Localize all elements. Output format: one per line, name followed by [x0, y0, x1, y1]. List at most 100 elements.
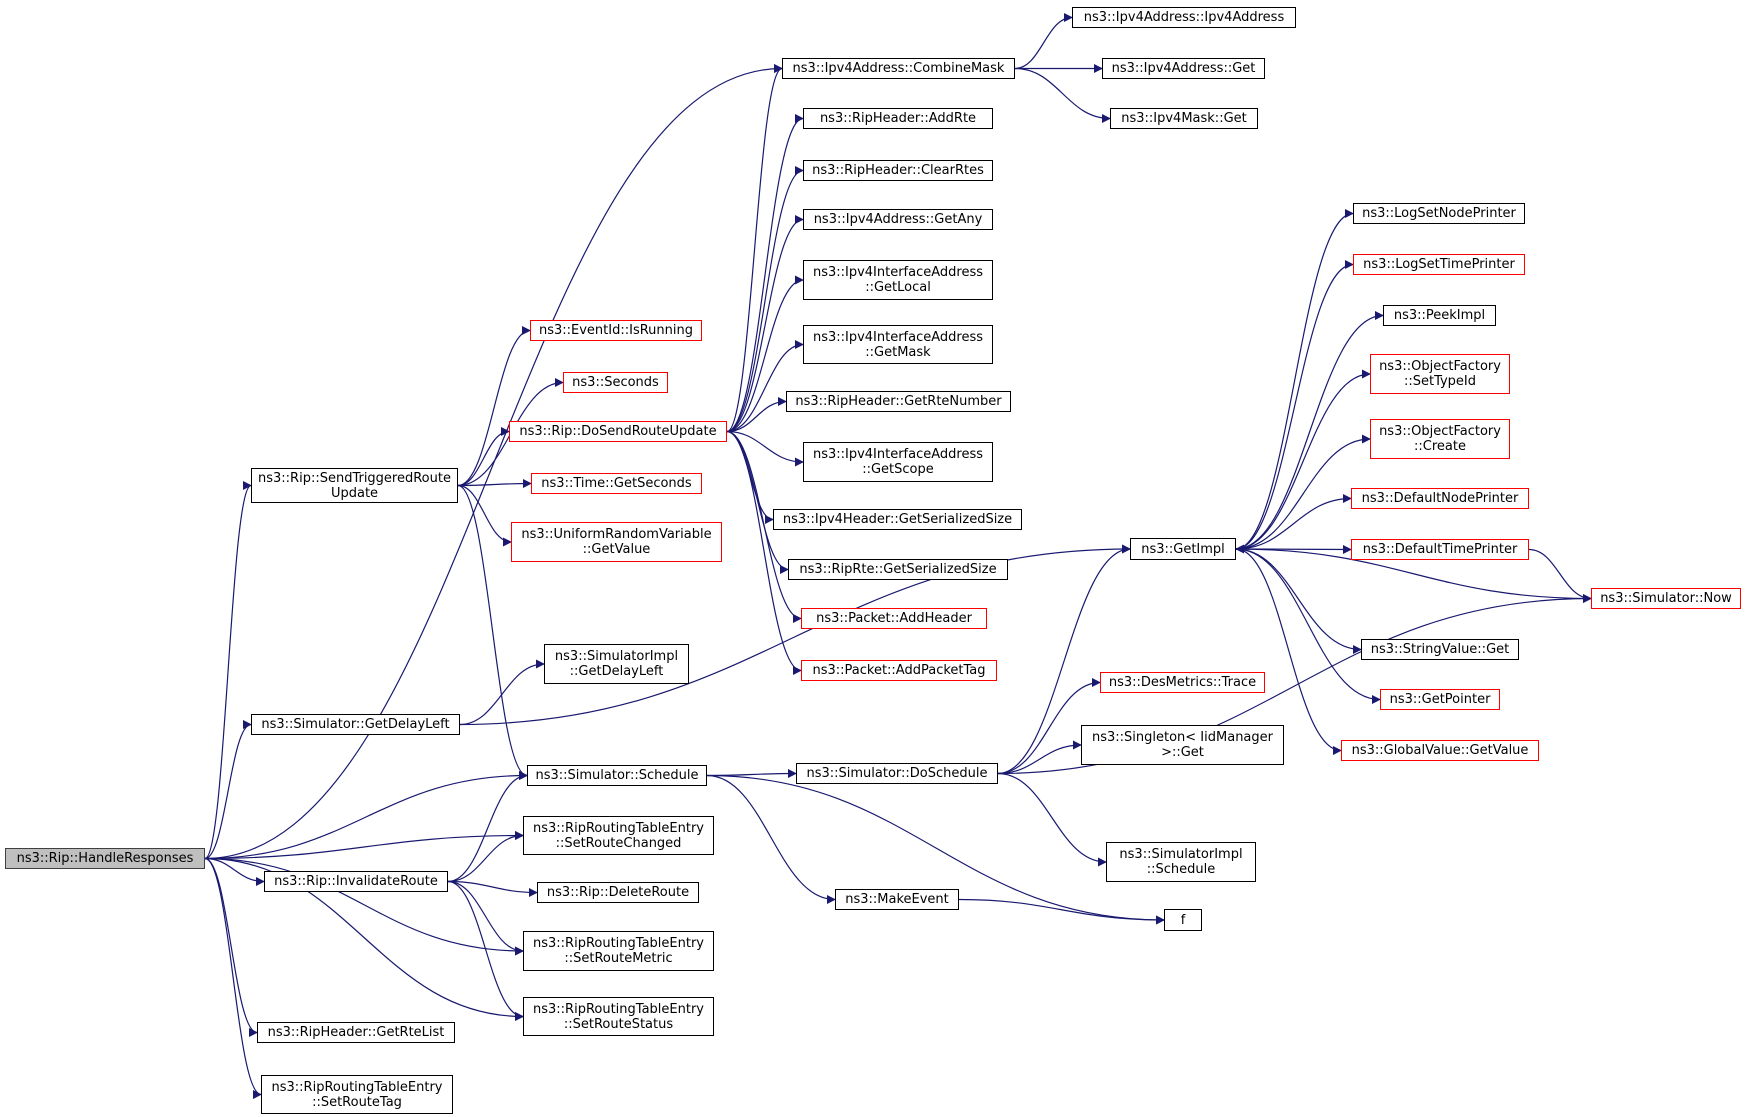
node-label-line: ns3::GetImpl	[1141, 541, 1225, 557]
node-default-node-printer[interactable]: ns3::DefaultNodePrinter	[1351, 488, 1529, 509]
node-label-line: ns3::SimulatorImpl	[1119, 847, 1243, 862]
node-label-line: ns3::Rip::DeleteRoute	[546, 885, 690, 900]
node-make-event[interactable]: ns3::MakeEvent	[835, 889, 959, 910]
node-global-get-value[interactable]: ns3::GlobalValue::GetValue	[1341, 740, 1539, 761]
node-label-line: ns3::Rip::InvalidateRoute	[274, 874, 438, 889]
node-label-line: ns3::RipHeader::AddRte	[819, 111, 977, 126]
edge-do-schedule-to-des-trace	[997, 678, 1101, 775]
node-label-line: ns3::Ipv4Mask::Get	[1121, 111, 1247, 126]
edge-do-send-to-get-scope	[726, 430, 804, 467]
node-set-route-tag[interactable]: ns3::RipRoutingTableEntry::SetRouteTag	[261, 1075, 453, 1114]
edge-do-send-to-get-any	[726, 215, 804, 433]
edge-do-send-to-get-local	[726, 275, 804, 433]
node-get-local[interactable]: ns3::Ipv4InterfaceAddress::GetLocal	[803, 260, 993, 300]
edge-root-to-get-rte-list	[204, 857, 258, 1037]
node-set-route-changed[interactable]: ns3::RipRoutingTableEntry::SetRouteChang…	[523, 816, 714, 855]
node-label-line: ns3::LogSetTimePrinter	[1363, 257, 1515, 272]
node-get-rte-number[interactable]: ns3::RipHeader::GetRteNumber	[786, 391, 1011, 412]
node-label-line: ns3::LogSetNodePrinter	[1362, 206, 1516, 221]
node-sim-now[interactable]: ns3::Simulator::Now	[1591, 588, 1741, 609]
node-get-impl[interactable]: ns3::GetImpl	[1130, 538, 1236, 560]
node-label-line: ::SetRouteChanged	[555, 835, 682, 851]
node-label-line: ns3::Rip::HandleResponses	[16, 851, 194, 866]
node-set-route-metric[interactable]: ns3::RipRoutingTableEntry::SetRouteMetri…	[523, 931, 714, 971]
node-ipv4addr-ctor[interactable]: ns3::Ipv4Address::Ipv4Address	[1072, 7, 1296, 28]
edge-root-to-set-route-status	[204, 857, 524, 1021]
node-simimpl-delay[interactable]: ns3::SimulatorImpl::GetDelayLeft	[544, 644, 689, 684]
node-label-line: ns3::RipRte::GetSerializedSize	[799, 562, 997, 577]
edge-get-impl-to-log-time-printer	[1235, 260, 1354, 550]
node-do-send[interactable]: ns3::Rip::DoSendRouteUpdate	[509, 421, 727, 442]
node-label-line: Update	[330, 485, 379, 501]
node-des-trace[interactable]: ns3::DesMetrics::Trace	[1100, 672, 1265, 693]
node-time-get-seconds[interactable]: ns3::Time::GetSeconds	[531, 473, 702, 494]
node-get-delay-left[interactable]: ns3::Simulator::GetDelayLeft	[251, 714, 460, 735]
node-of-set-type[interactable]: ns3::ObjectFactory::SetTypeId	[1370, 354, 1510, 394]
node-label-line: ::SetTypeId	[1403, 374, 1477, 389]
node-set-route-status[interactable]: ns3::RipRoutingTableEntry::SetRouteStatu…	[523, 997, 714, 1036]
node-ipv4addr-get[interactable]: ns3::Ipv4Address::Get	[1102, 58, 1265, 79]
node-get-rte-list[interactable]: ns3::RipHeader::GetRteList	[257, 1022, 455, 1043]
node-root[interactable]: ns3::Rip::HandleResponses	[5, 848, 205, 869]
node-do-schedule[interactable]: ns3::Simulator::DoSchedule	[796, 763, 998, 784]
edge-combine-mask-to-ipv4mask-get	[1014, 67, 1111, 123]
node-label-line: ns3::Simulator::Now	[1600, 591, 1732, 606]
node-string-value-get[interactable]: ns3::StringValue::Get	[1361, 639, 1519, 660]
node-label-line: ns3::Simulator::Schedule	[535, 768, 699, 783]
node-riprte-size[interactable]: ns3::RipRte::GetSerializedSize	[788, 559, 1008, 580]
node-delete-route[interactable]: ns3::Rip::DeleteRoute	[537, 882, 699, 903]
node-get-mask[interactable]: ns3::Ipv4InterfaceAddress::GetMask	[803, 325, 993, 364]
node-label-line: ns3::RipRoutingTableEntry	[533, 1001, 704, 1017]
node-ipv4hdr-size[interactable]: ns3::Ipv4Header::GetSerializedSize	[773, 509, 1022, 530]
node-seconds[interactable]: ns3::Seconds	[563, 372, 668, 393]
node-label-line: ns3::Ipv4Address::Ipv4Address	[1083, 10, 1285, 25]
node-of-create[interactable]: ns3::ObjectFactory::Create	[1370, 419, 1510, 459]
edge-root-to-combine-mask	[204, 64, 783, 860]
edge-do-schedule-to-singleton-get	[997, 740, 1082, 775]
node-label-line: ns3::RipRoutingTableEntry	[533, 936, 704, 951]
edge-invalidate-route-to-set-route-status	[447, 880, 524, 1021]
node-label-line: ns3::PeekImpl	[1393, 308, 1486, 323]
node-singleton-get[interactable]: ns3::Singleton< IidManager>::Get	[1081, 725, 1284, 765]
node-log-time-printer[interactable]: ns3::LogSetTimePrinter	[1353, 254, 1525, 275]
node-label-line: ns3::RipHeader::GetRteList	[267, 1025, 445, 1040]
node-label-line: ns3::Singleton< IidManager	[1091, 730, 1273, 745]
edge-do-send-to-get-mask	[726, 340, 804, 433]
edge-get-impl-to-default-node-printer	[1235, 494, 1352, 550]
edge-get-impl-to-string-value-get	[1235, 548, 1362, 654]
node-get-pointer[interactable]: ns3::GetPointer	[1380, 689, 1500, 710]
node-log-node-printer[interactable]: ns3::LogSetNodePrinter	[1353, 203, 1525, 224]
node-get-scope[interactable]: ns3::Ipv4InterfaceAddress::GetScope	[803, 442, 993, 482]
node-label-line: ns3::Rip::DoSendRouteUpdate	[519, 424, 717, 439]
node-default-time-printer[interactable]: ns3::DefaultTimePrinter	[1351, 539, 1529, 560]
edge-send-trig-to-is-running	[457, 326, 531, 487]
node-is-running[interactable]: ns3::EventId::IsRunning	[530, 320, 702, 341]
node-f[interactable]: f	[1164, 909, 1202, 931]
node-clear-rtes[interactable]: ns3::RipHeader::ClearRtes	[803, 160, 993, 181]
node-add-header[interactable]: ns3::Packet::AddHeader	[801, 608, 987, 629]
node-label-line: ns3::Ipv4InterfaceAddress	[812, 265, 984, 280]
node-peek-impl[interactable]: ns3::PeekImpl	[1383, 305, 1496, 326]
node-label-line: f	[1180, 912, 1186, 928]
node-label-line: ns3::DefaultNodePrinter	[1361, 491, 1519, 506]
node-ipv4mask-get[interactable]: ns3::Ipv4Mask::Get	[1110, 108, 1258, 129]
node-add-rte[interactable]: ns3::RipHeader::AddRte	[803, 108, 993, 129]
node-label-line: ns3::Packet::AddPacketTag	[812, 663, 986, 678]
edge-combine-mask-to-ipv4addr-ctor	[1014, 13, 1073, 70]
node-label-line: ::SetRouteStatus	[563, 1016, 674, 1032]
edge-do-schedule-to-simimpl-schedule	[997, 772, 1107, 867]
edge-get-impl-to-of-set-type	[1235, 369, 1371, 550]
node-label-line: ns3::ObjectFactory	[1379, 424, 1501, 439]
node-get-any[interactable]: ns3::Ipv4Address::GetAny	[803, 209, 993, 230]
node-combine-mask[interactable]: ns3::Ipv4Address::CombineMask	[782, 58, 1015, 79]
node-simimpl-schedule[interactable]: ns3::SimulatorImpl::Schedule	[1106, 842, 1256, 882]
node-schedule[interactable]: ns3::Simulator::Schedule	[527, 765, 707, 786]
node-uniform-get-value[interactable]: ns3::UniformRandomVariable::GetValue	[511, 522, 722, 562]
node-invalidate-route[interactable]: ns3::Rip::InvalidateRoute	[264, 871, 448, 892]
node-label-line: ns3::ObjectFactory	[1379, 359, 1501, 374]
node-label-line: ns3::RipHeader::ClearRtes	[812, 163, 984, 178]
edge-root-to-set-route-tag	[204, 857, 262, 1099]
node-add-packet-tag[interactable]: ns3::Packet::AddPacketTag	[801, 660, 997, 681]
node-label-line: ::SetRouteTag	[312, 1094, 402, 1110]
